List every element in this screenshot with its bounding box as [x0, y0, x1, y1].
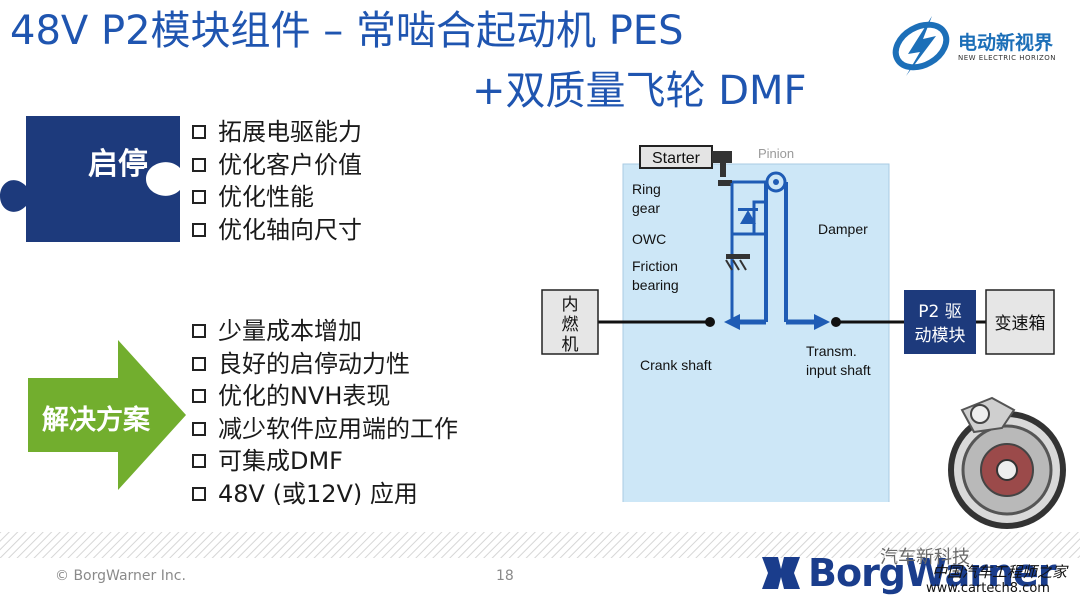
solution-list: 少量成本增加 良好的启停动力性 优化的NVH表现 减少软件应用端的工作 可集成D…	[192, 315, 458, 510]
borgwarner-mark-icon	[762, 557, 800, 589]
puzzle-piece-icon	[0, 116, 180, 242]
checkbox-bullet-icon	[192, 222, 206, 237]
drivetrain-diagram: Starter Pinion Ring gear OWC Friction be…	[541, 145, 1055, 502]
pinion-shaft	[712, 151, 732, 163]
flywheel-image	[948, 396, 1066, 529]
list-item: 优化客户价值	[192, 149, 362, 182]
damper-label: Damper	[818, 221, 868, 237]
checkbox-bullet-icon	[192, 486, 206, 501]
checkbox-bullet-icon	[192, 324, 206, 338]
logo-name: 电动新视界	[958, 32, 1054, 54]
ring-gear-label: Ring	[632, 181, 661, 197]
svg-text:燃: 燃	[562, 315, 579, 335]
p2-module-box	[904, 290, 976, 354]
page-number: 18	[496, 568, 514, 584]
checkbox-bullet-icon	[192, 157, 206, 172]
svg-text:input shaft: input shaft	[806, 362, 871, 378]
checkbox-bullet-icon	[192, 421, 206, 436]
brand-logo: 电动新视界 NEW ELECTRIC HORIZON	[888, 14, 1078, 78]
feature-list: 拓展电驱能力 优化客户价值 优化性能 优化轴向尺寸	[192, 116, 362, 246]
slide-title-line2: +双质量飞轮 DMF	[472, 68, 807, 114]
checkbox-bullet-icon	[192, 190, 206, 204]
p2-module-label: P2 驱	[918, 302, 961, 322]
svg-text:动模块: 动模块	[915, 326, 966, 346]
lightning-logo-icon	[892, 16, 950, 76]
svg-text:bearing: bearing	[632, 277, 679, 293]
list-item: 减少软件应用端的工作	[192, 413, 458, 446]
transm-arrow-icon	[814, 314, 830, 330]
borgwarner-logo: BorgWarner	[760, 551, 1070, 597]
svg-text:gear: gear	[632, 200, 660, 216]
checkbox-bullet-icon	[192, 389, 206, 403]
transm-input-shaft-label: Transm.	[806, 343, 857, 359]
friction-bearing-label: Friction	[632, 258, 678, 274]
gearbox-box	[985, 289, 1055, 355]
list-item: 良好的启停动力性	[192, 348, 458, 381]
checkbox-bullet-icon	[192, 454, 206, 468]
solution-badge-label: 解决方案	[42, 405, 150, 436]
list-item: 48V (或12V) 应用	[192, 478, 458, 511]
damper-flange	[764, 182, 788, 322]
owc-diode-icon	[740, 210, 756, 224]
owc-label: OWC	[632, 231, 666, 247]
list-item: 少量成本增加	[192, 315, 458, 348]
checkbox-bullet-icon	[192, 125, 206, 139]
watermark-site-name: 中国汽车工程师之家	[932, 563, 1068, 581]
pinion-gear	[720, 163, 726, 177]
footer-band	[0, 532, 1080, 558]
starter-label: Starter	[652, 150, 701, 167]
list-item: 优化轴向尺寸	[192, 214, 362, 247]
engine-label: 内	[562, 295, 579, 315]
crank-shaft-label: Crank shaft	[640, 357, 712, 373]
diagram-background	[622, 163, 890, 502]
list-item: 优化性能	[192, 181, 362, 214]
ring-gear-link	[730, 180, 768, 322]
friction-bearing-hatch	[725, 259, 747, 271]
owc-bar	[738, 208, 758, 211]
crank-arrow-icon	[724, 314, 740, 330]
brand-wordmark: BorgWarner	[808, 551, 1057, 595]
start-stop-badge-label: 启停	[88, 147, 148, 182]
list-item: 优化的NVH表现	[192, 380, 458, 413]
slide-title-line1: 48V P2模块组件 – 常啮合起动机 PES	[10, 8, 684, 54]
watermark-channel: 汽车新科技	[880, 547, 970, 568]
copyright-text: © BorgWarner Inc.	[55, 568, 186, 584]
svg-text:机: 机	[562, 335, 579, 355]
logo-subtitle: NEW ELECTRIC HORIZON	[958, 54, 1056, 62]
list-item: 拓展电驱能力	[192, 116, 362, 149]
gearbox-label: 变速箱	[995, 314, 1046, 334]
pinion-label: Pinion	[758, 146, 794, 161]
engine-box	[541, 289, 599, 355]
friction-bearing-plate	[726, 254, 750, 259]
ring-gear	[718, 180, 732, 186]
checkbox-bullet-icon	[192, 356, 206, 371]
green-arrow-icon	[28, 340, 186, 490]
watermark-url: www.cartech8.com	[926, 581, 1050, 596]
list-item: 可集成DMF	[192, 445, 458, 478]
